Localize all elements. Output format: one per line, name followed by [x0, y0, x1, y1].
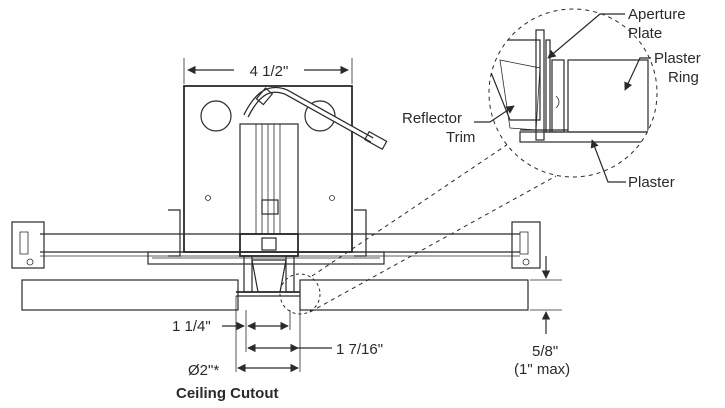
cable	[243, 86, 388, 151]
dim-1-1-4-label: 1 1/4"	[172, 318, 211, 335]
dim-5-8-label: 5/8"	[532, 343, 558, 360]
diameter-label: Ø2"*	[188, 362, 219, 379]
plaster-label: Plaster	[628, 174, 675, 191]
ceiling-slab	[21, 279, 529, 311]
junction-box	[183, 85, 353, 253]
max-label: (1" max)	[514, 361, 570, 378]
trim-label: Trim	[446, 129, 475, 146]
plaster-ring-label-1: Plaster	[654, 50, 701, 67]
mounting-bars	[11, 209, 541, 269]
aperture-label: Aperture	[628, 6, 686, 23]
width-top-label: 4 1/2"	[250, 63, 289, 80]
dimensions	[183, 58, 562, 373]
reflector-trim	[236, 233, 300, 297]
dim-1-7-16-label: 1 7/16"	[336, 341, 383, 358]
driver-column	[239, 123, 299, 235]
plaster-ring-label-2: Ring	[668, 69, 699, 86]
detail-view	[488, 8, 658, 178]
ceiling-cutout-label: Ceiling Cutout	[176, 385, 278, 402]
reflector-label: Reflector	[402, 110, 462, 127]
plate-label: Plate	[628, 25, 662, 42]
callout-lines	[474, 13, 651, 183]
